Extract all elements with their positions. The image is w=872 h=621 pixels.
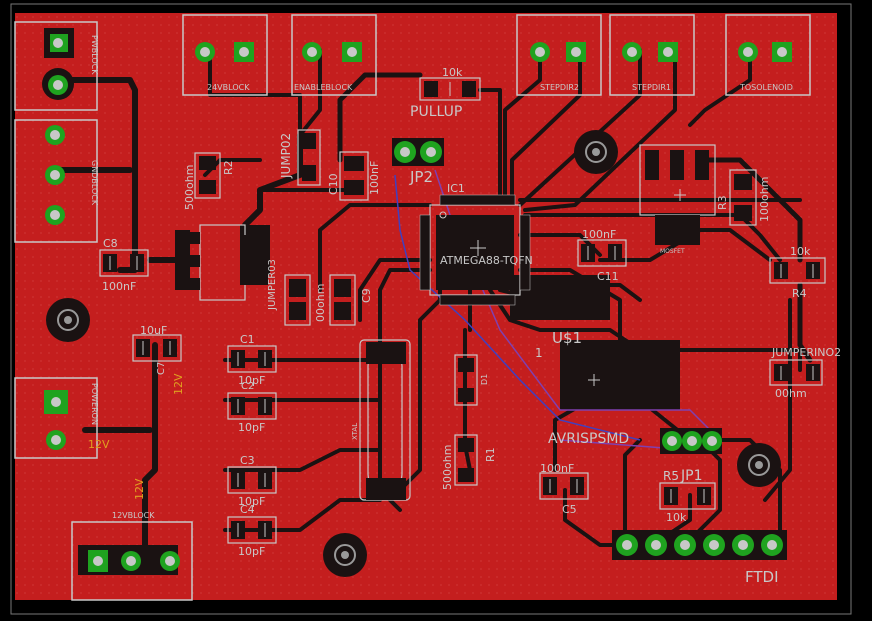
copper-planes xyxy=(175,225,680,410)
c11-value: 100nF xyxy=(582,228,616,241)
r4-value: 10k xyxy=(790,245,811,258)
block24-label: 24VBLOCK xyxy=(207,83,250,92)
xtal-label: XTAL xyxy=(351,423,359,440)
stepdir1-label: STEPDIR1 xyxy=(632,83,671,92)
r-10k-top-label: 10k xyxy=(442,66,463,79)
r5-label: R5 xyxy=(663,469,679,483)
enableblock-connector xyxy=(291,14,377,96)
c8-value: 100nF xyxy=(102,280,136,293)
pullup-label: PULLUP xyxy=(410,104,462,120)
r1-value: 500ohm xyxy=(441,445,454,490)
airwire-blue xyxy=(394,174,641,441)
r2-value: 500ohm xyxy=(183,165,196,210)
r1-label: R1 xyxy=(484,447,497,462)
c11-label: C11 xyxy=(597,270,619,283)
c8-label: C8 xyxy=(103,237,118,250)
ic1-label: IC1 xyxy=(447,182,465,195)
c1-value: 10pF xyxy=(238,374,265,387)
v12-label-c: 12V xyxy=(133,478,146,500)
tosolenoid-connector xyxy=(725,14,811,96)
tosolenoid-label: TOSOLENOID xyxy=(739,83,793,92)
jumper-small-label: JUMPER03 xyxy=(267,259,278,311)
ftdi-header xyxy=(612,530,787,560)
r4-label: R4 xyxy=(792,287,807,300)
mosfet-label: MOSFET xyxy=(660,248,685,255)
v12-label-a: 12V xyxy=(172,373,185,395)
jumperino-value: 00hm xyxy=(775,387,807,400)
c5-value: 100nF xyxy=(540,462,574,475)
v12-label-b: 12V xyxy=(88,438,110,451)
jp2-header xyxy=(392,138,444,166)
c2-label: C2 xyxy=(241,381,254,392)
c7-label: C7 xyxy=(156,362,167,375)
pwblock-label: PWBLOCK xyxy=(90,35,99,75)
us1-label: U$1 xyxy=(552,329,582,347)
stepdir1-connector xyxy=(609,14,695,96)
r2-label: R2 xyxy=(222,160,235,175)
jump02-label: JUMP02 xyxy=(279,133,293,179)
gndblock-connector xyxy=(14,119,98,243)
avrisp-header xyxy=(660,428,722,454)
r5-value: 10k xyxy=(666,511,687,524)
c9-value: 00ohm xyxy=(314,284,327,322)
stepdir2-label: STEPDIR2 xyxy=(540,83,579,92)
block24-connector xyxy=(182,14,268,96)
block12v-connector xyxy=(71,521,193,601)
atmega-label: ATMEGA88-TQFN xyxy=(440,254,533,267)
jumperino-label: JUMPERINO2 xyxy=(771,346,841,359)
c7-value: 10uF xyxy=(140,324,167,337)
gndblock-label: GNDBLOCK xyxy=(90,160,99,206)
c4-value: 10pF xyxy=(238,545,265,558)
c5-label: C5 xyxy=(562,503,577,516)
c1-label: C1 xyxy=(240,333,255,346)
c3-value: 10pF xyxy=(238,495,265,508)
enableblock-label: ENABLEBLOCK xyxy=(294,83,353,92)
c3-label: C3 xyxy=(240,454,255,467)
c2-value: 10pF xyxy=(238,421,265,434)
poweron-connector xyxy=(14,377,98,459)
c9-label: C9 xyxy=(360,288,373,303)
d1-label: D1 xyxy=(480,374,489,385)
jp2-label: JP2 xyxy=(409,168,433,186)
avrispsmd-label: AVRISPSMD xyxy=(548,431,629,447)
ic-pins xyxy=(419,194,531,306)
jp1-label: JP1 xyxy=(680,468,702,484)
r3-label: R3 xyxy=(716,195,729,210)
stepdir2-connector xyxy=(516,14,602,96)
block12v-label: 12VBLOCK xyxy=(112,511,155,520)
us1-pin-label: 1 xyxy=(535,346,543,360)
r3-value: 100ohm xyxy=(758,177,771,222)
c10-value: 100nF xyxy=(368,161,381,195)
poweron-label: POWERON xyxy=(90,383,99,425)
pwblock-connector xyxy=(14,21,98,111)
c4-label: C4 xyxy=(240,503,255,516)
c10-label: C10 xyxy=(327,173,340,195)
board-outline xyxy=(10,3,852,615)
connector-pads xyxy=(42,28,792,575)
ftdi-label: FTDI xyxy=(745,568,779,586)
mounting-holes xyxy=(46,130,781,577)
